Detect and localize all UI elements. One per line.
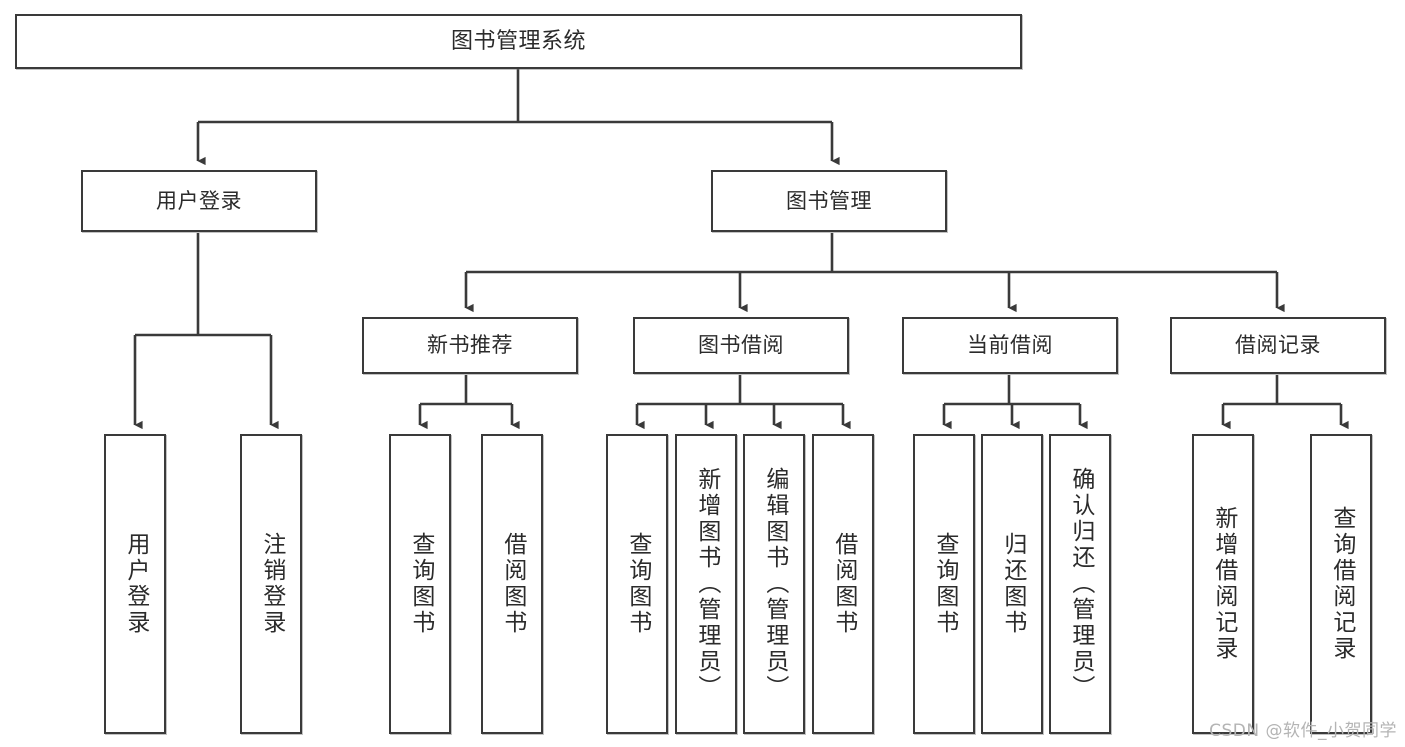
node-label: 查询图书 [407, 532, 434, 636]
node-label: 图书借阅 [698, 333, 784, 358]
node-new-book-recommendation[interactable]: 新书推荐 [362, 317, 578, 374]
node-label: 新增借阅记录 [1210, 506, 1237, 662]
csdn-watermark: CSDN @软件_小贺同学 [1209, 721, 1397, 741]
node-borrowing-record[interactable]: 借阅记录 [1170, 317, 1386, 374]
node-label: 新增图书（管理员） [693, 467, 720, 701]
node-root-book-management-system[interactable]: 图书管理系统 [15, 14, 1022, 69]
node-label: 归还图书 [999, 532, 1026, 636]
leaf-query-borrow-record[interactable]: 查询借阅记录 [1310, 434, 1372, 734]
leaf-query-book-current[interactable]: 查询图书 [913, 434, 975, 734]
leaf-return-book[interactable]: 归还图书 [981, 434, 1043, 734]
leaf-query-book-new-rec[interactable]: 查询图书 [389, 434, 451, 734]
node-label: 图书管理 [786, 188, 872, 213]
node-label: 借阅图书 [830, 532, 857, 636]
node-label: 借阅记录 [1235, 333, 1321, 358]
node-label: 查询图书 [931, 532, 958, 636]
node-label: 用户登录 [122, 532, 149, 636]
node-label: 编辑图书（管理员） [761, 467, 788, 701]
node-user-login[interactable]: 用户登录 [81, 170, 317, 232]
leaf-borrow-book[interactable]: 借阅图书 [812, 434, 874, 734]
leaf-edit-book-admin[interactable]: 编辑图书（管理员） [743, 434, 805, 734]
node-label: 用户登录 [156, 188, 242, 213]
node-label: 查询图书 [624, 532, 651, 636]
node-label: 借阅图书 [499, 532, 526, 636]
leaf-borrow-book-new-rec[interactable]: 借阅图书 [481, 434, 543, 734]
node-label: 图书管理系统 [450, 28, 586, 54]
leaf-add-book-admin[interactable]: 新增图书（管理员） [675, 434, 737, 734]
leaf-add-borrow-record[interactable]: 新增借阅记录 [1192, 434, 1254, 734]
node-book-borrowing[interactable]: 图书借阅 [633, 317, 849, 374]
node-current-borrowing[interactable]: 当前借阅 [902, 317, 1118, 374]
leaf-confirm-return-admin[interactable]: 确认归还（管理员） [1049, 434, 1111, 734]
node-label: 当前借阅 [967, 333, 1053, 358]
leaf-user-login[interactable]: 用户登录 [104, 434, 166, 734]
node-label: 确认归还（管理员） [1067, 467, 1094, 701]
node-label: 新书推荐 [427, 333, 513, 358]
node-label: 注销登录 [258, 532, 285, 636]
node-label: 查询借阅记录 [1328, 506, 1355, 662]
node-book-management[interactable]: 图书管理 [711, 170, 947, 232]
leaf-logout[interactable]: 注销登录 [240, 434, 302, 734]
leaf-query-book-borrow[interactable]: 查询图书 [606, 434, 668, 734]
